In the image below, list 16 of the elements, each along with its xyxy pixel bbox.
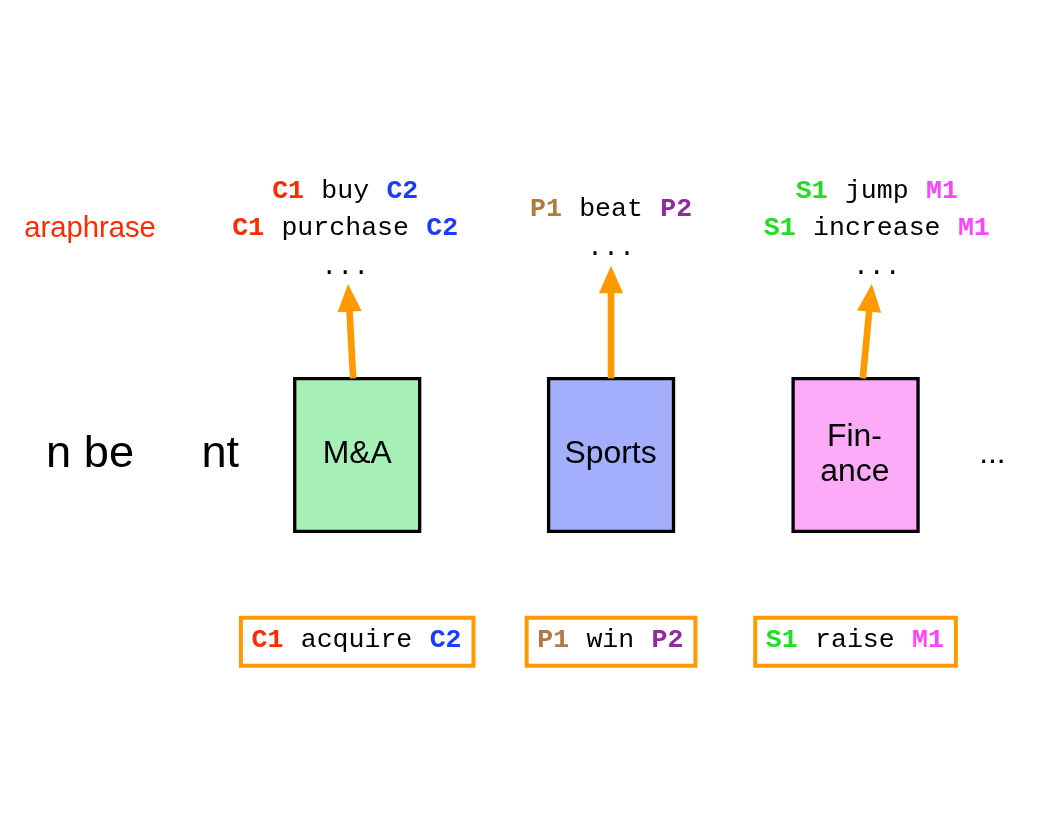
arrow	[857, 283, 882, 379]
arrow	[599, 265, 624, 378]
node-box: S1 raise M1	[753, 615, 958, 668]
label: ...	[979, 433, 1006, 470]
node-box: Sports	[546, 376, 676, 533]
node-box: M&A	[293, 376, 422, 533]
node-text: P1 beat P2 ...	[529, 193, 693, 263]
node-box: P1 win P2	[524, 615, 698, 668]
node-box: Fin- ance	[791, 376, 920, 533]
arrow	[337, 283, 362, 379]
node-text: S1 jump M1 S1 increase M1 ...	[763, 175, 990, 282]
label: n be	[46, 425, 135, 477]
node-text: C1 buy C2 C1 purchase C2 ...	[232, 175, 459, 282]
label: nt	[201, 425, 240, 477]
label: araphrase	[24, 210, 156, 243]
node-box: C1 acquire C2	[238, 615, 476, 668]
